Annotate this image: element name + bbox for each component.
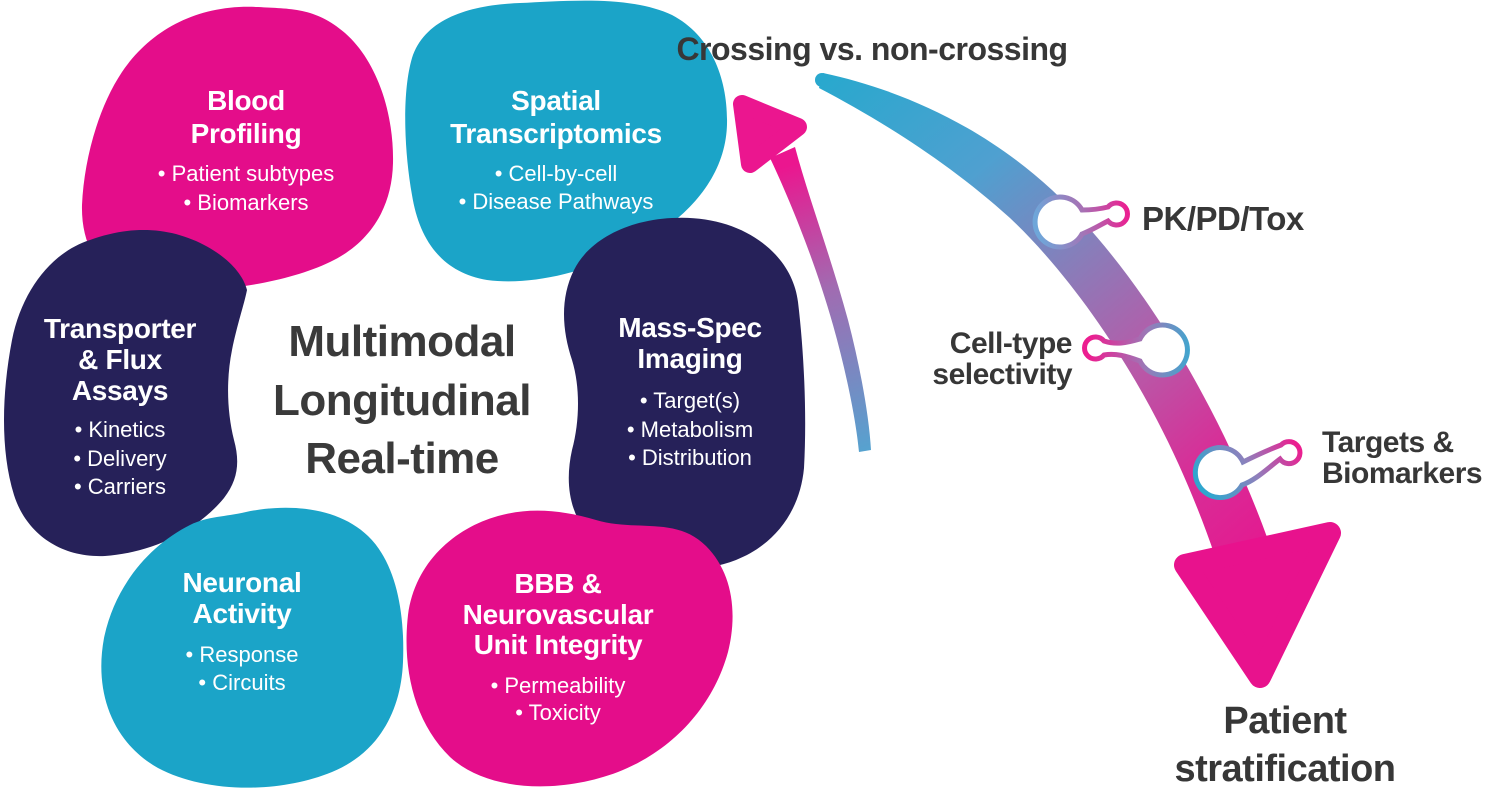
receptor-node-icon-3	[1192, 439, 1303, 501]
mass-spec-bullet2: • Metabolism	[627, 417, 753, 442]
transporter-title-line1: Transporter	[44, 313, 197, 344]
bbb-bullet1: • Permeability	[491, 673, 626, 698]
crossing-pathway-arrow	[815, 73, 1341, 688]
blob-bbb-neurovascular	[406, 510, 733, 787]
up-arrow-tail	[770, 147, 871, 452]
patient-stratification-label-line2: stratification	[1174, 748, 1395, 790]
receptor-nodes	[1032, 194, 1303, 501]
transporter-title-line3: Assays	[72, 375, 168, 406]
blood-profiling-title-line1: Blood	[207, 85, 285, 116]
blob-spatial-transcriptomics	[405, 0, 728, 282]
bbb-title-line2: Neurovascular	[463, 599, 654, 630]
transporter-bullet3: • Carriers	[74, 474, 166, 499]
blood-profiling-bullet1: • Patient subtypes	[158, 161, 334, 186]
bbb-title-line1: BBB &	[514, 568, 601, 599]
bbb-bullet2: • Toxicity	[515, 700, 601, 725]
blob-neuronal-activity	[101, 507, 404, 788]
center-label: Multimodal Longitudinal Real-time	[273, 317, 531, 483]
pathway-labels: Crossing vs. non-crossing PK/PD/Tox Cell…	[676, 31, 1482, 790]
crossing-heading: Crossing vs. non-crossing	[676, 31, 1067, 67]
module-texts: Blood Profiling • Patient subtypes • Bio…	[44, 85, 762, 725]
neuronal-bullet2: • Circuits	[198, 670, 285, 695]
module-blobs	[4, 0, 806, 788]
mass-spec-bullet1: • Target(s)	[640, 388, 740, 413]
patient-stratification-label-line1: Patient	[1223, 700, 1347, 742]
receptor-node-icon-2	[1082, 322, 1190, 378]
spatial-bullet2: • Disease Pathways	[459, 189, 654, 214]
blood-profiling-bullet2: • Biomarkers	[183, 190, 308, 215]
mass-spec-title-line1: Mass-Spec	[618, 312, 762, 343]
receptor-node-icon-1	[1032, 194, 1130, 250]
cell-type-selectivity-label-line2: selectivity	[932, 358, 1072, 391]
pathway-arrowhead-icon	[1174, 522, 1341, 688]
pathway-band	[819, 73, 1268, 556]
mass-spec-title-line2: Imaging	[637, 343, 742, 374]
neuronal-title-line2: Activity	[193, 598, 292, 629]
mass-spec-bullet3: • Distribution	[628, 445, 752, 470]
spatial-bullet1: • Cell-by-cell	[495, 161, 618, 186]
bbb-title-line3: Unit Integrity	[474, 629, 643, 660]
blob-blood-profiling	[81, 6, 394, 291]
transporter-bullet1: • Kinetics	[75, 417, 166, 442]
up-arrowhead-icon	[733, 95, 807, 173]
center-label-line1: Multimodal	[288, 317, 515, 366]
transporter-title-line2: & Flux	[78, 344, 162, 375]
neuronal-title-line1: Neuronal	[183, 567, 302, 598]
spatial-title-line2: Transcriptomics	[450, 118, 662, 149]
transporter-bullet2: • Delivery	[73, 446, 166, 471]
non-crossing-up-arrow	[733, 95, 871, 452]
center-label-line2: Longitudinal	[273, 376, 531, 425]
neuronal-bullet1: • Response	[186, 642, 299, 667]
pk-pd-tox-label: PK/PD/Tox	[1142, 200, 1305, 237]
targets-biomarkers-label-line1: Targets &	[1322, 426, 1454, 459]
spatial-title-line1: Spatial	[511, 85, 601, 116]
cell-type-selectivity-label-line1: Cell-type	[950, 327, 1072, 360]
blob-transporter-flux-assays	[4, 230, 247, 557]
blob-mass-spec-imaging	[564, 217, 806, 570]
targets-biomarkers-label-line2: Biomarkers	[1322, 457, 1482, 490]
blood-profiling-title-line2: Profiling	[191, 118, 302, 149]
center-label-line3: Real-time	[305, 434, 499, 483]
